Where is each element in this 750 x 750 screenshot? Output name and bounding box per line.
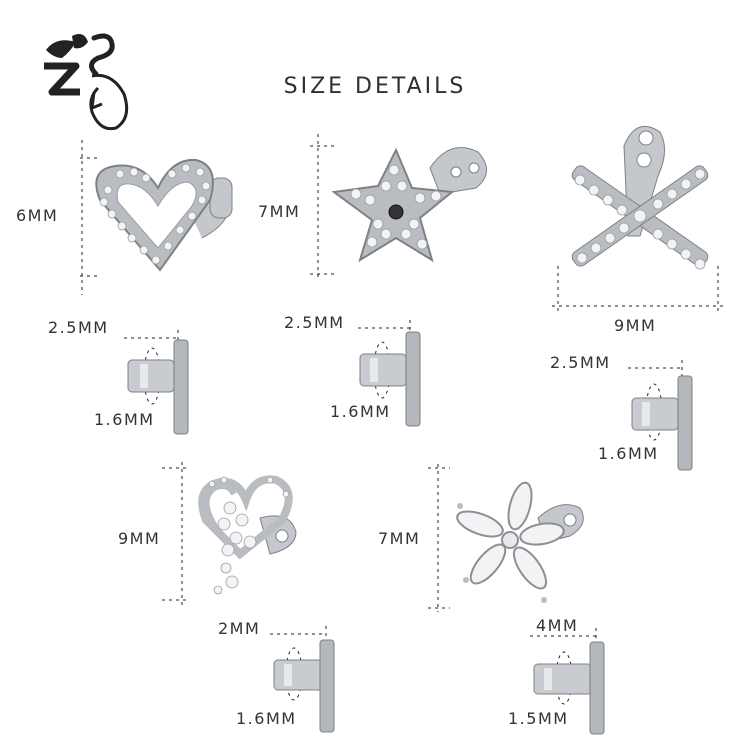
star-base-width-label: 2.5MM: [284, 313, 345, 332]
flower-height-label: 7MM: [378, 529, 421, 548]
x-base-gauge-label: 1.6MM: [598, 444, 659, 463]
page-title: SIZE DETAILS: [283, 74, 467, 99]
heart-base-gauge-label: 1.6MM: [94, 410, 155, 429]
double-heart-earring-image: [162, 462, 297, 606]
brand-logo-icon: [44, 33, 129, 131]
x-base-width-label: 2.5MM: [550, 353, 611, 372]
flower-earring-image: [428, 464, 584, 612]
heart-height-label: 6MM: [16, 206, 59, 225]
x-width-label: 9MM: [614, 316, 657, 335]
flower-base-width-label: 4MM: [536, 616, 579, 635]
heart-base-image: [124, 330, 189, 435]
x-base-image: [628, 360, 693, 471]
double-heart-base-width-label: 2MM: [218, 619, 261, 638]
double-heart-base-gauge-label: 1.6MM: [236, 709, 297, 728]
heart-earring-image: [80, 140, 233, 295]
heart-base-width-label: 2.5MM: [48, 318, 109, 337]
flower-base-gauge-label: 1.5MM: [508, 709, 569, 728]
double-heart-height-label: 9MM: [118, 529, 161, 548]
star-earring-image: [310, 134, 487, 280]
star-base-image: [358, 320, 421, 427]
x-earring-image: [552, 125, 724, 312]
star-base-gauge-label: 1.6MM: [330, 402, 391, 421]
flower-base-image: [530, 628, 605, 735]
star-height-label: 7MM: [258, 202, 301, 221]
double-heart-base-image: [270, 626, 335, 733]
